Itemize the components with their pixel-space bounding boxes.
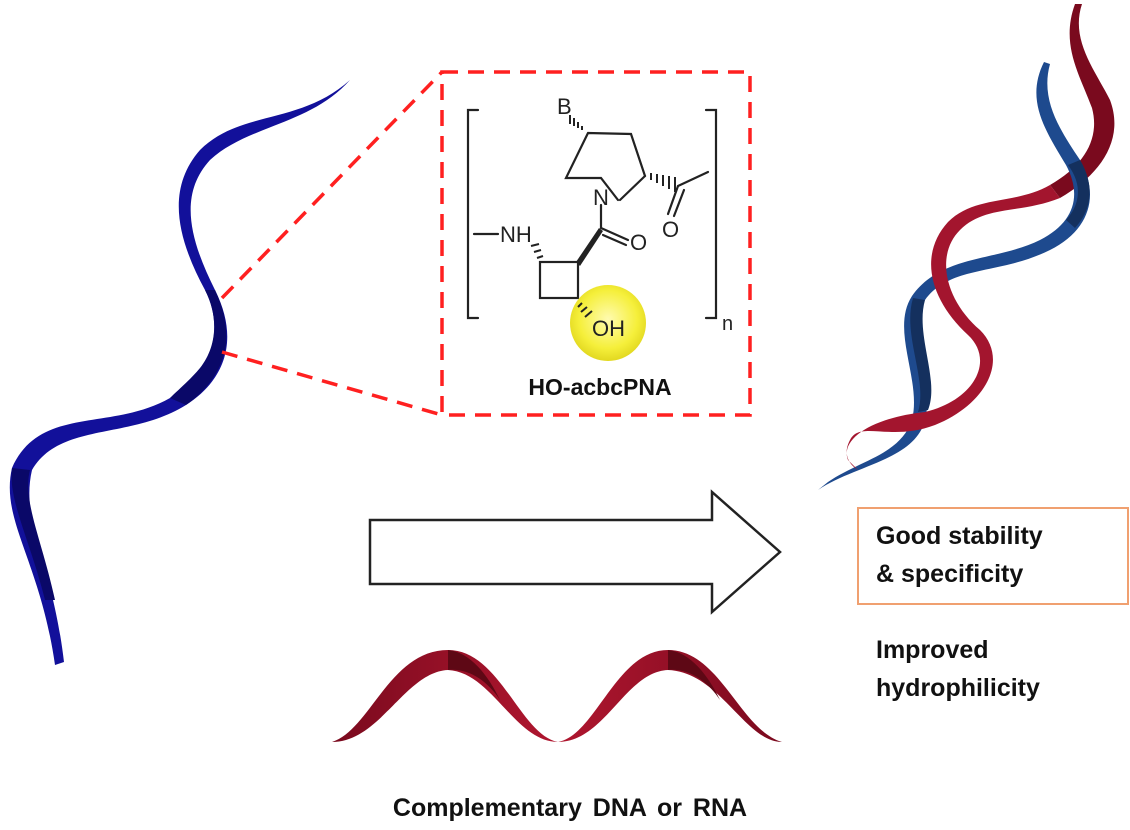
atom-nh-label: NH [500,222,532,247]
pyrrolidine-ring [564,131,647,202]
base-hashed-bond [569,115,583,130]
duplex-blue-strand [818,62,1090,490]
property-stability-line-1: Good stability [876,522,1043,550]
molecule-name: HO-acbcPNA [528,374,672,400]
left-bracket [466,108,480,320]
zoom-box [440,70,752,417]
atom-base-label: B [557,94,572,119]
complement-caption: Complementary DNA or RNA [392,794,748,822]
complement-ribbon-body [332,650,782,742]
ring-bond-cn [618,174,647,202]
pna-strand-ribbon [9,80,351,665]
zoom-callout [220,70,752,417]
molecule-structure: B N O O NH OH n [466,94,733,361]
atom-oh-label: OH [592,316,625,341]
nh-hashed-bond [530,243,544,259]
pna-ribbon-body [9,80,351,665]
duplex-blue-shadow-top [1066,160,1090,228]
amide-carbonyl-bond [599,226,630,247]
duplex-red-back-1 [1050,4,1115,198]
pna-ribbon-shadow-lower [11,468,55,600]
property-hydrophilicity-line-1: Improved [876,636,989,664]
property-stability-line-2: & specificity [876,560,1024,588]
pna-ribbon-shadow [170,290,227,405]
acetyl-hashed-bond [650,173,676,192]
complement-strand-ribbon [332,650,782,742]
hybridization-arrow [368,489,782,615]
atom-amide-o-label: O [630,230,647,255]
zoom-line-top [220,70,444,300]
duplex-blue-shadow [910,298,932,412]
duplex-red-front [846,185,1060,470]
right-bracket [704,108,718,320]
acetyl-carbonyl-bond [666,184,686,218]
duplex-helix [818,4,1115,490]
atom-acetyl-o-label: O [662,217,679,242]
bold-wedge-bond [576,228,603,266]
atom-ring-n-label: N [593,185,609,210]
acetyl-methyl-bond [676,170,710,188]
hydroxyl-highlight [570,285,646,361]
property-box [857,507,1129,605]
repeat-subscript: n [722,313,733,335]
oh-hashed-bond [577,302,593,318]
cyclobutane-ring [538,260,580,300]
complement-ribbon-shadow-2 [668,650,720,700]
zoom-line-bottom [221,350,443,417]
property-hydrophilicity-line-2: hydrophilicity [876,674,1040,702]
complement-ribbon-shadow-1 [448,650,500,700]
